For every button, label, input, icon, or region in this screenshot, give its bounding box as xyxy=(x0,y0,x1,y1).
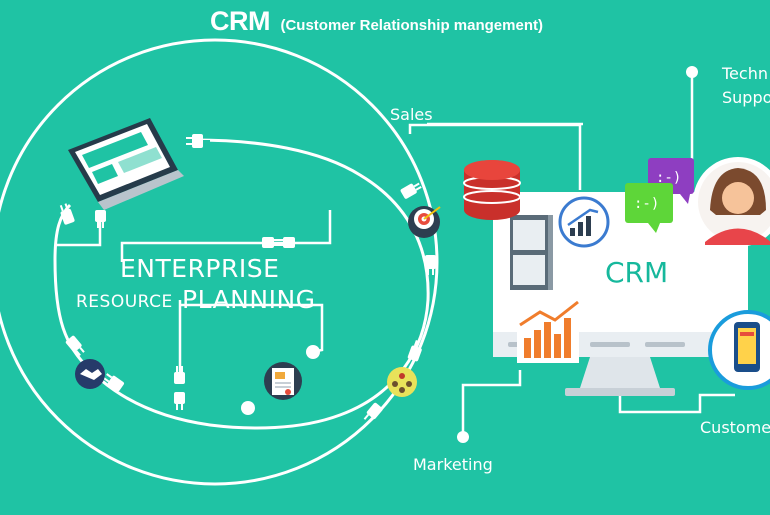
page-title: CRM (Customer Relationship mangement) xyxy=(210,6,543,37)
growth-chart-icon xyxy=(558,196,610,248)
chat-purple-text: :-) xyxy=(656,170,681,186)
marketing-dot xyxy=(457,431,469,443)
laptop-icon xyxy=(68,118,184,210)
screen-label: CRM xyxy=(605,256,668,289)
label-sales: Sales xyxy=(390,105,433,124)
chat-bubble-green-icon xyxy=(625,183,673,233)
erp-line1: ENTERPRISE xyxy=(120,254,280,283)
document-icon xyxy=(264,362,302,400)
database-icon xyxy=(463,160,521,220)
customer-line xyxy=(618,390,735,414)
node-dot xyxy=(241,401,255,415)
label-customer: Custome xyxy=(700,418,770,437)
connector-top xyxy=(120,210,332,262)
plug-icon xyxy=(65,335,85,357)
team-icon xyxy=(387,367,417,397)
outer-ring xyxy=(0,38,439,486)
plug-icon xyxy=(400,182,422,199)
node-dots xyxy=(241,345,320,415)
target-icon xyxy=(408,206,441,238)
chat-green-text: :-) xyxy=(634,196,659,212)
plug-icon xyxy=(277,237,295,248)
avatar xyxy=(693,157,770,247)
handshake-icon xyxy=(75,359,105,389)
erp-line2a: RESOURCE xyxy=(76,292,173,312)
erp-line2b: PLANNING xyxy=(182,285,316,314)
phone-icon xyxy=(708,310,770,390)
circuit-path xyxy=(53,138,430,430)
plug-icon xyxy=(95,210,106,228)
label-tech-line2: Suppo xyxy=(722,88,770,107)
plug-icon xyxy=(407,340,423,362)
plug-icon xyxy=(59,203,75,225)
connector-laptop xyxy=(55,220,102,247)
plug-icon xyxy=(186,134,203,148)
title-main: CRM xyxy=(210,6,271,36)
marketing-line xyxy=(461,370,522,437)
tech-dot xyxy=(686,66,698,78)
bar-chart-icon xyxy=(517,300,579,363)
title-sub: (Customer Relationship mangement) xyxy=(280,17,543,34)
plug-icon xyxy=(174,366,185,384)
plug-icon xyxy=(425,255,436,275)
plug-icons xyxy=(59,134,436,424)
plug-icon xyxy=(103,373,124,392)
label-marketing: Marketing xyxy=(413,455,493,474)
plug-icon xyxy=(363,402,383,424)
label-tech-line1: Techn xyxy=(722,64,768,83)
node-dot xyxy=(306,345,320,359)
plug-icon xyxy=(174,392,185,410)
